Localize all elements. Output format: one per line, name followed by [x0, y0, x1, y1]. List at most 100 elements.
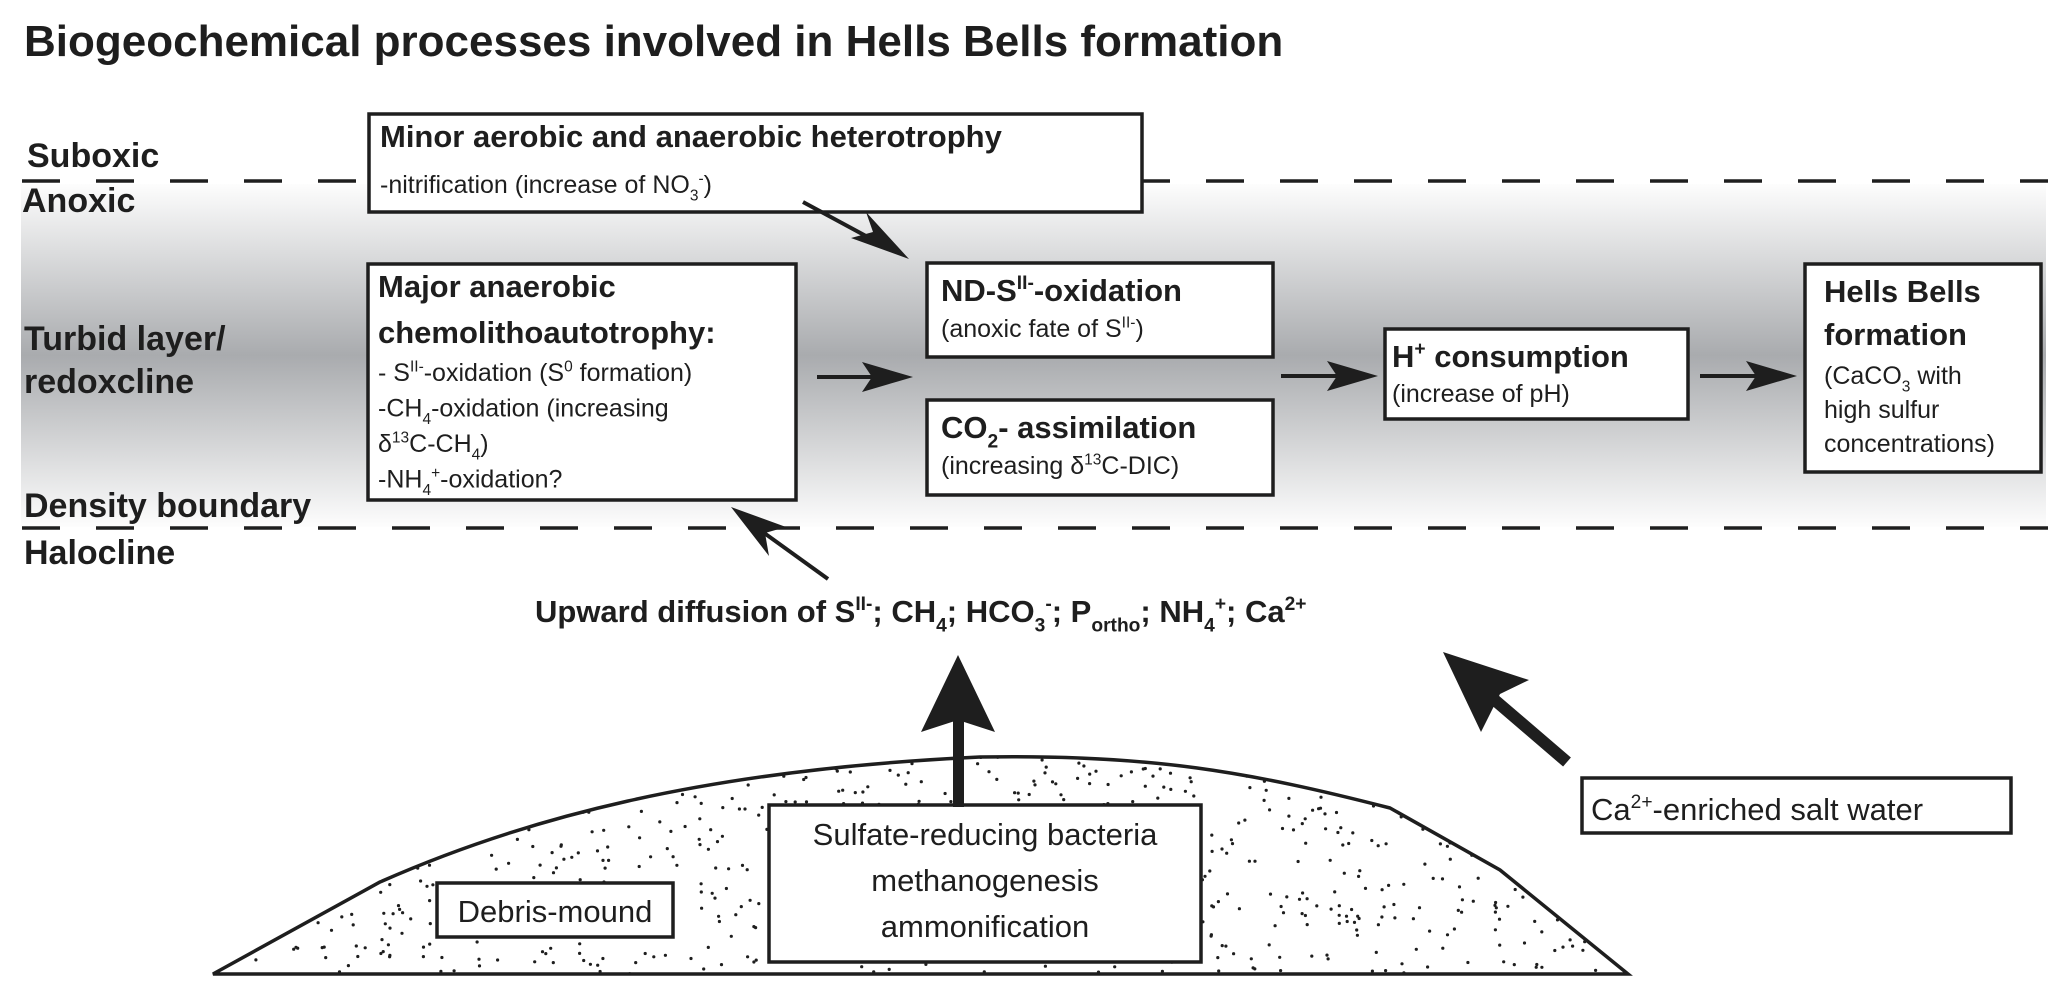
stipple-dot [1553, 948, 1557, 953]
stipple-dot [1013, 791, 1017, 795]
stipple-dot [373, 848, 377, 852]
subscript: 4 [1204, 615, 1215, 636]
stipple-dot [354, 944, 358, 948]
stipple-dot [422, 789, 427, 794]
stipple-dot [231, 756, 235, 759]
stipple-dot [218, 878, 222, 882]
stipple-dot [531, 844, 535, 849]
stipple-dot [507, 861, 511, 865]
stipple-dot [369, 827, 374, 831]
stipple-dot [861, 790, 865, 794]
stipple-dot [237, 791, 241, 795]
major-body-line: - SII--oxidation (S0 formation) [378, 359, 692, 388]
stipple-dot [1445, 933, 1450, 937]
stipple-dot [380, 938, 384, 942]
stipple-dot [278, 852, 282, 857]
stipple-dot [1237, 907, 1241, 911]
stipple-dot [627, 825, 631, 829]
stipple-dot [1209, 933, 1213, 937]
stipple-dot [578, 951, 582, 956]
stipple-dot [706, 945, 710, 950]
stipple-dot [1232, 952, 1236, 956]
sulfate-body-line: Sulfate-reducing bacteria [813, 817, 1158, 852]
stipple-dot [1314, 764, 1318, 768]
stipple-dot [663, 953, 668, 957]
stipple-dot [1465, 760, 1469, 765]
stipple-dot [1596, 893, 1600, 897]
stipple-dot [1493, 903, 1497, 908]
hells-body-line: concentrations) [1824, 430, 1995, 458]
stipple-dot [1323, 812, 1327, 816]
stipple-dot [238, 819, 242, 823]
stipple-dot [601, 858, 605, 863]
stipple-dot [793, 765, 797, 769]
stipple-dot [448, 791, 452, 795]
stipple-dot [1587, 768, 1591, 773]
stipple-dot [346, 964, 350, 968]
stipple-dot [319, 774, 323, 778]
stipple-dot [1287, 814, 1291, 818]
stipple-dot [374, 799, 378, 803]
minor-to-nds-arrow [802, 200, 909, 259]
stipple-dot [1223, 756, 1227, 758]
stipple-dot [848, 770, 852, 774]
stipple-dot [1280, 826, 1285, 831]
stipple-dot [1521, 895, 1525, 899]
stipple-dot [704, 756, 708, 758]
stipple-dot [1548, 838, 1552, 842]
stipple-dot [804, 753, 807, 756]
stipple-dot [1599, 853, 1603, 857]
zone-label-halocline: Halocline [24, 534, 175, 572]
stipple-dot [1043, 771, 1047, 775]
calcium-to-diffusion-arrow [1443, 652, 1571, 767]
stipple-dot [1301, 891, 1305, 895]
stipple-dot [329, 815, 333, 820]
stipple-dot [346, 840, 350, 844]
stipple-dot [271, 902, 275, 906]
stipple-dot [1208, 869, 1212, 873]
text-segment: ; CH [872, 594, 936, 629]
stipple-dot [381, 819, 385, 823]
stipple-dot [409, 917, 413, 921]
stipple-dot [448, 751, 451, 754]
stipple-dot [1358, 869, 1362, 873]
stipple-dot [709, 828, 713, 832]
stipple-dot [1094, 769, 1098, 773]
stipple-dot [549, 946, 553, 950]
stipple-dot [649, 855, 653, 859]
stipple-dot [1428, 929, 1432, 933]
stipple-dot [1345, 919, 1349, 924]
stipple-dot [752, 925, 756, 929]
stipple-dot [1522, 764, 1526, 768]
stipple-dot [748, 898, 752, 902]
stipple-dot [460, 761, 464, 765]
stipple-dot [1467, 805, 1471, 809]
stipple-dot [345, 881, 349, 885]
stipple-dot [527, 765, 531, 769]
stipple-dot [1470, 757, 1474, 761]
stipple-dot [1578, 927, 1582, 931]
stipple-dot [949, 800, 953, 804]
stipple-dot [1033, 783, 1037, 787]
stipple-dot [1339, 826, 1343, 830]
text-segment: -oxidation? [440, 466, 562, 494]
stipple-dot [1468, 826, 1472, 831]
stipple-dot [1043, 964, 1047, 968]
stipple-dot [221, 901, 225, 905]
stipple-dot [1548, 890, 1552, 894]
stipple-dot [544, 952, 548, 956]
stipple-dot [793, 800, 797, 804]
nds-heading-line: ND-SII--oxidation [941, 273, 1182, 308]
stipple-dot [518, 782, 522, 786]
stipple-dot [1543, 783, 1547, 788]
stipple-dot [437, 783, 441, 787]
stipple-dot [1567, 857, 1571, 861]
stipple-dot [754, 958, 758, 962]
stipple-dot [221, 830, 225, 834]
stipple-dot [715, 840, 720, 844]
stipple-dot [1587, 873, 1591, 877]
stipple-dot [1287, 796, 1291, 801]
stipple-dot [596, 963, 600, 967]
stipple-dot [1076, 776, 1080, 781]
stipple-dot [603, 866, 607, 870]
